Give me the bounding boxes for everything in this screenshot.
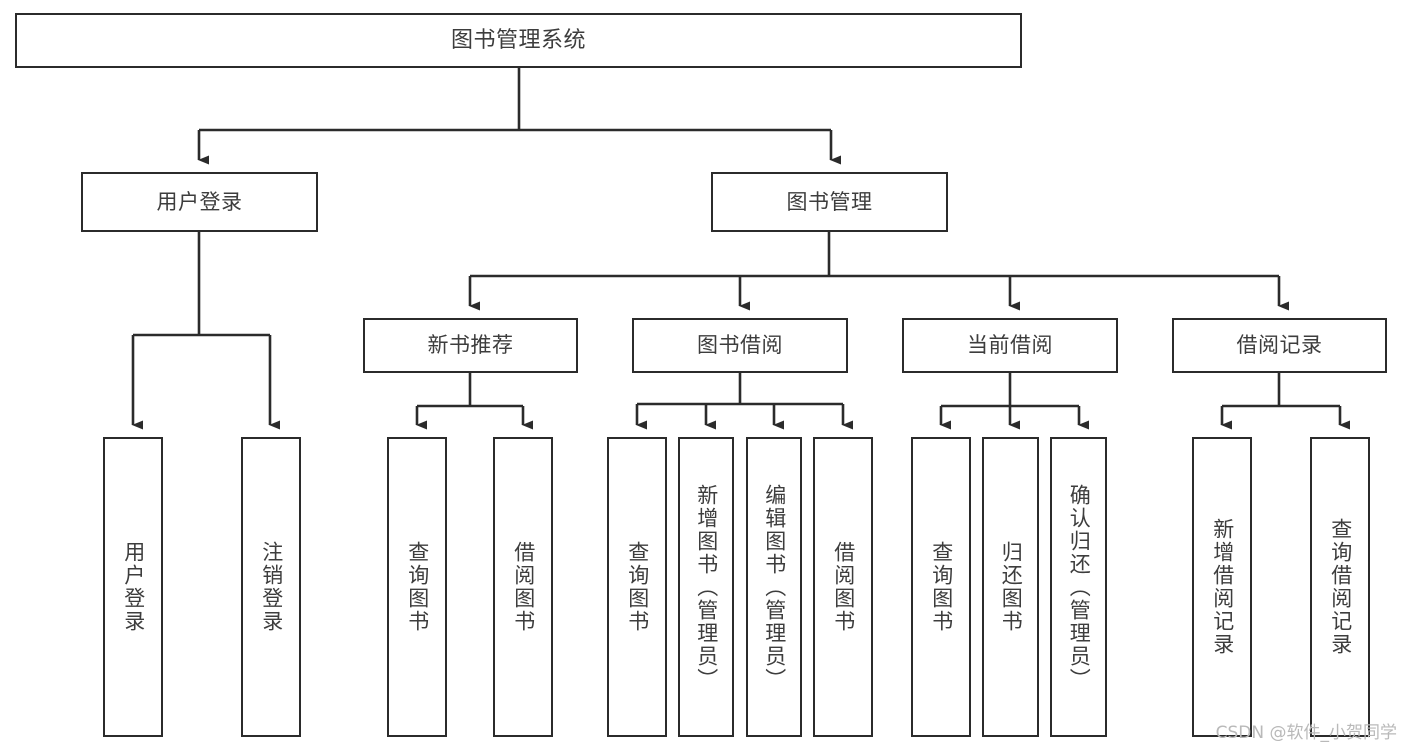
node-label: 图书借阅: [697, 333, 783, 358]
node-label: 新书推荐: [427, 333, 514, 358]
node-label: 注销登录: [259, 541, 284, 633]
node-label: 借阅记录: [1236, 333, 1323, 358]
node-book-borrow[interactable]: 图书借阅: [632, 318, 848, 373]
node-label: 新增图书（管理员）: [694, 483, 719, 691]
node-root-book-management-system[interactable]: 图书管理系统: [15, 13, 1022, 68]
node-label: 新增借阅记录: [1210, 518, 1235, 656]
node-borrow-record[interactable]: 借阅记录: [1172, 318, 1387, 373]
node-label: 用户登录: [121, 541, 146, 633]
leaf-add-borrow-record[interactable]: 新增借阅记录: [1192, 437, 1252, 737]
node-label: 确认归还（管理员）: [1067, 483, 1092, 691]
node-label: 用户登录: [156, 189, 243, 214]
node-label: 归还图书: [999, 541, 1024, 633]
node-current-borrow[interactable]: 当前借阅: [902, 318, 1118, 373]
leaf-add-book-admin[interactable]: 新增图书（管理员）: [678, 437, 734, 737]
leaf-logout[interactable]: 注销登录: [241, 437, 301, 737]
leaf-return-book[interactable]: 归还图书: [982, 437, 1039, 737]
leaf-query-book-borrow[interactable]: 查询图书: [607, 437, 667, 737]
leaf-borrow-book-recommend[interactable]: 借阅图书: [493, 437, 553, 737]
watermark-text: CSDN @软件_小贺同学: [1215, 723, 1397, 743]
node-label: 编辑图书（管理员）: [762, 483, 787, 691]
leaf-edit-book-admin[interactable]: 编辑图书（管理员）: [746, 437, 802, 737]
node-label: 查询图书: [405, 541, 430, 633]
node-new-book-recommend[interactable]: 新书推荐: [363, 318, 578, 373]
leaf-query-book-recommend[interactable]: 查询图书: [387, 437, 447, 737]
leaf-query-borrow-record[interactable]: 查询借阅记录: [1310, 437, 1370, 737]
node-book-management[interactable]: 图书管理: [711, 172, 948, 232]
node-label: 借阅图书: [831, 541, 856, 633]
leaf-confirm-return-admin[interactable]: 确认归还（管理员）: [1050, 437, 1107, 737]
node-user-login[interactable]: 用户登录: [81, 172, 318, 232]
node-label: 借阅图书: [511, 541, 536, 633]
node-label: 图书管理: [786, 189, 873, 214]
node-label: 图书管理系统: [450, 27, 586, 53]
node-label: 当前借阅: [967, 333, 1053, 358]
node-label: 查询图书: [625, 541, 650, 633]
node-label: 查询借阅记录: [1328, 518, 1353, 656]
leaf-user-login[interactable]: 用户登录: [103, 437, 163, 737]
leaf-borrow-book[interactable]: 借阅图书: [813, 437, 873, 737]
node-label: 查询图书: [929, 541, 954, 633]
leaf-query-book-current[interactable]: 查询图书: [911, 437, 971, 737]
